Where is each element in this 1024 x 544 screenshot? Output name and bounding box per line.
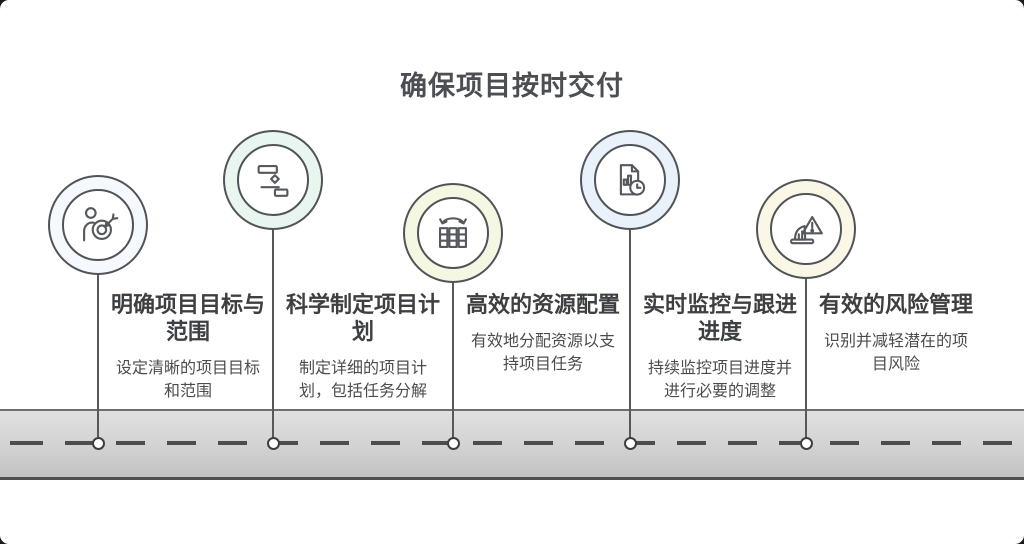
milestone-circle (223, 130, 323, 230)
milestone-circle-inner (770, 193, 842, 265)
timeline-node (799, 436, 813, 450)
milestone-desc-line: 进行必要的调整 (663, 383, 776, 400)
goal-target-icon (83, 207, 119, 242)
milestone-circle (756, 179, 856, 279)
milestone-desc-line: 有效地分配资源以支 (470, 333, 615, 350)
milestone-description: 有效地分配资源以支 持项目任务 (465, 330, 621, 376)
milestone-circle-inner (417, 197, 489, 269)
milestone-text-block: 高效的资源配置 有效地分配资源以支 持项目任务 (465, 291, 621, 376)
milestone-desc-line: 目风险 (871, 356, 920, 373)
gantt-chart-icon (257, 165, 289, 197)
milestone-title-line: 有效的风险管理 (818, 292, 973, 317)
timeline-node (623, 436, 637, 450)
timeline-road (0, 409, 1024, 480)
milestone-title-line: 划 (351, 319, 374, 344)
milestone-title-line: 范围 (165, 319, 210, 344)
milestone-connector-line (97, 273, 99, 443)
milestone-title: 科学制定项目计 划 (285, 291, 441, 345)
milestone-circle (580, 130, 680, 230)
road-dashed-line (0, 441, 1024, 445)
milestone-title-line: 实时监控与跟进 (642, 292, 797, 317)
milestone-desc-line: 划，包括任务分解 (298, 383, 427, 400)
milestone-desc-line: 持续监控项目进度并 (647, 360, 792, 377)
milestone-circle-inner (594, 144, 666, 216)
milestone-description: 制定详细的项目计 划，包括任务分解 (285, 357, 441, 403)
milestone-connector-line (452, 281, 454, 443)
milestone-text-block: 实时监控与跟进 进度 持续监控项目进度并 进行必要的调整 (642, 291, 798, 403)
timeline-node (91, 436, 105, 450)
milestone-circle (403, 183, 503, 283)
timeline-node (446, 436, 460, 450)
milestone-desc-line: 设定清晰的项目目标 (115, 360, 260, 377)
milestone-circle-inner (62, 189, 134, 261)
milestone-desc-line: 持项目任务 (502, 356, 583, 373)
milestone-connector-line (629, 228, 631, 443)
milestone-description: 识别并减轻潜在的项 目风险 (818, 330, 974, 376)
milestone-text-block: 有效的风险管理 识别并减轻潜在的项 目风险 (818, 291, 974, 376)
milestone-title: 高效的资源配置 (465, 291, 621, 318)
milestone-connector-line (805, 277, 807, 443)
milestone-title: 实时监控与跟进 进度 (642, 291, 798, 345)
milestone-description: 设定清晰的项目目标 和范围 (110, 357, 266, 403)
milestone-connector-line (272, 228, 274, 443)
progress-report-clock-icon (619, 164, 646, 196)
timeline-node (266, 436, 280, 450)
page-title: 确保项目按时交付 (400, 71, 624, 101)
milestone-title: 有效的风险管理 (818, 291, 974, 318)
milestone-title-line: 明确项目目标与 (110, 292, 265, 317)
milestone-text-block: 科学制定项目计 划 制定详细的项目计 划，包括任务分解 (285, 291, 441, 403)
milestone-desc-line: 和范围 (163, 383, 212, 400)
milestone-title-line: 进度 (697, 319, 742, 344)
milestone-desc-line: 制定详细的项目计 (298, 360, 427, 377)
resource-allocation-icon (439, 217, 467, 248)
milestone-title-line: 科学制定项目计 (285, 292, 440, 317)
milestone-text-block: 明确项目目标与 范围 设定清晰的项目目标 和范围 (110, 291, 266, 403)
milestone-circle-inner (237, 144, 309, 216)
milestone-description: 持续监控项目进度并 进行必要的调整 (642, 357, 798, 403)
milestone-title: 明确项目目标与 范围 (110, 291, 266, 345)
milestone-circle (48, 175, 148, 275)
milestone-desc-line: 识别并减轻潜在的项 (823, 333, 968, 350)
milestone-title-line: 高效的资源配置 (465, 292, 620, 317)
risk-warning-icon (790, 215, 823, 245)
